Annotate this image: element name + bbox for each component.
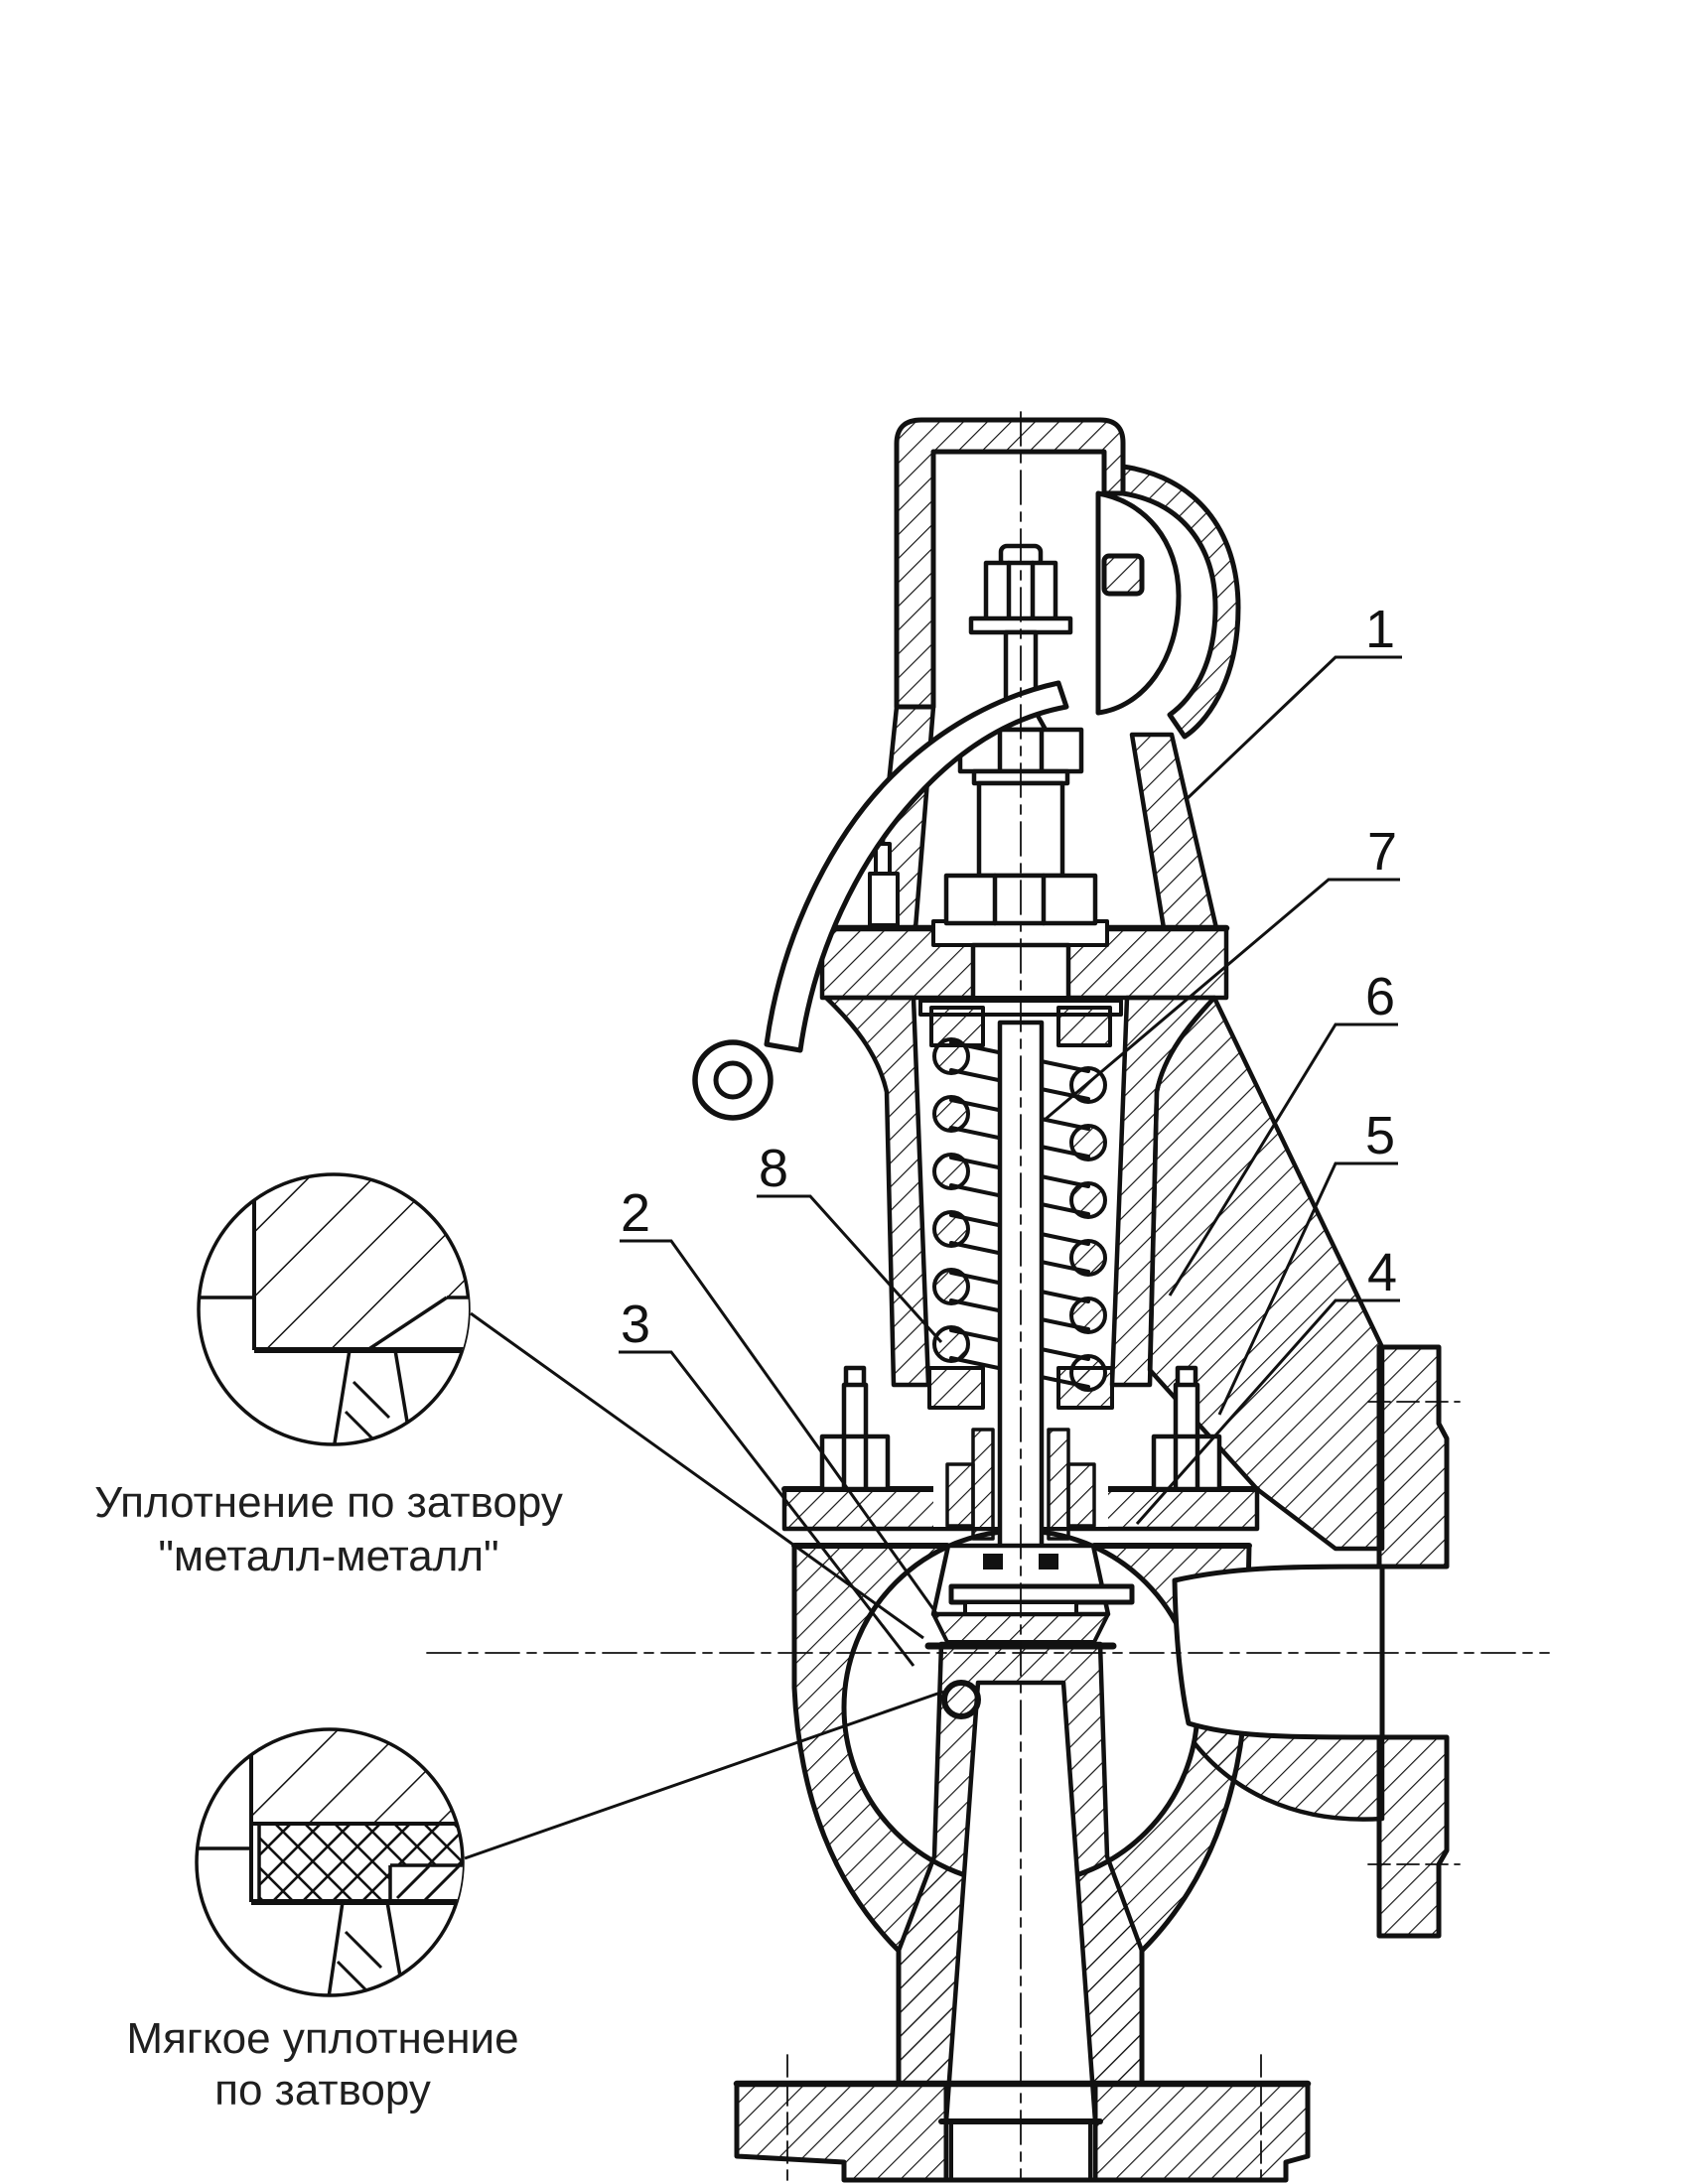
outlet-passage bbox=[1172, 1564, 1385, 1740]
leader-4 bbox=[1135, 1298, 1400, 1525]
callout-numbers: 1 7 6 5 4 8 2 3 bbox=[621, 600, 1397, 1354]
nut-right bbox=[1151, 1433, 1222, 1492]
stem-guide-bushing bbox=[971, 1428, 995, 1541]
leader-5 bbox=[1217, 1161, 1398, 1416]
callout-4: 4 bbox=[1367, 1243, 1397, 1302]
detail-marker-circle bbox=[941, 1680, 981, 1719]
soft-seal-caption-line2: по затвору bbox=[214, 2066, 431, 2115]
callout-6: 6 bbox=[1365, 967, 1395, 1026]
lever-bracket-ear bbox=[1120, 464, 1241, 740]
metal-seal-caption-line2: "металл-металл" bbox=[158, 1532, 498, 1580]
leader-detail-1 bbox=[470, 1311, 924, 1640]
inlet-flange bbox=[733, 2080, 1312, 2183]
leader-3 bbox=[619, 1350, 915, 1667]
leader-6 bbox=[1168, 1023, 1398, 1297]
centerlines bbox=[426, 411, 1550, 2181]
valve-assembly bbox=[426, 411, 1550, 2183]
nut-left bbox=[819, 1433, 891, 1492]
callout-1: 1 bbox=[1365, 600, 1395, 659]
leader-2 bbox=[620, 1239, 940, 1617]
valve-cap bbox=[894, 417, 1241, 740]
spring-coil-sections bbox=[932, 1037, 1107, 1392]
leader-detail-2 bbox=[464, 1690, 944, 1860]
callout-3: 3 bbox=[621, 1295, 650, 1354]
test-lever bbox=[692, 680, 1069, 1121]
leader-8 bbox=[757, 1194, 943, 1344]
detail-view-metal-seal bbox=[197, 1172, 471, 1446]
outlet-flange bbox=[1376, 1344, 1450, 1570]
callout-5: 5 bbox=[1365, 1106, 1395, 1165]
metal-seal-caption-line1: Уплотнение по затвору bbox=[94, 1478, 563, 1527]
callout-2: 2 bbox=[621, 1183, 650, 1243]
soft-seal-caption-line1: Мягкое уплотнение bbox=[126, 2014, 518, 2063]
flange-studs bbox=[819, 1365, 1222, 1492]
leader-1 bbox=[1185, 655, 1402, 801]
callout-8: 8 bbox=[759, 1139, 788, 1198]
detail-view-soft-seal bbox=[195, 1727, 465, 1997]
lever-pivot-pin bbox=[1101, 553, 1145, 597]
callout-leaders bbox=[464, 655, 1402, 1860]
leader-7 bbox=[1044, 878, 1400, 1122]
lever-end-hole bbox=[713, 1060, 753, 1100]
bonnet bbox=[818, 919, 1230, 1388]
callout-7: 7 bbox=[1367, 822, 1397, 882]
flange-small-stud bbox=[868, 842, 900, 927]
